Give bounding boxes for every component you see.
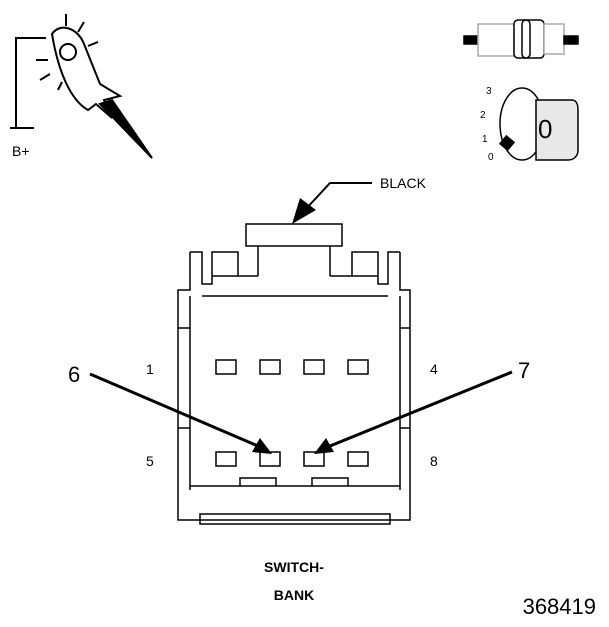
cavity-8 [347, 451, 369, 467]
callout-left-arrowhead [252, 438, 272, 454]
lamp-glow-rays [36, 14, 99, 91]
cavity-7 [303, 451, 325, 467]
callout-left-line [89, 372, 259, 448]
cavity-2 [259, 359, 281, 375]
cavity-row-bottom [215, 451, 369, 467]
test-lamp-body [50, 26, 123, 119]
key-position-label: 0 [538, 114, 552, 144]
connector-face [177, 223, 411, 525]
cavity-number-top-left: 1 [146, 361, 154, 377]
callout-right-line [329, 370, 513, 448]
caption-line-2: BANK [274, 587, 314, 603]
cavity-4 [347, 359, 369, 375]
ign-pos-0: 0 [488, 152, 494, 163]
figure-number: 368419 [523, 594, 596, 619]
cavity-number-bottom-right: 8 [430, 453, 438, 469]
cavity-5 [215, 451, 237, 467]
cavity-3 [303, 359, 325, 375]
test-lamp-bulb [59, 43, 77, 61]
black-leader-arrowhead [292, 198, 316, 224]
test-lamp-probe-tip [98, 98, 153, 159]
ignition-switch-icon [498, 87, 579, 161]
cavity-1 [215, 359, 237, 375]
callout-left-label: 6 [68, 362, 80, 387]
caption-line-1: SWITCH- [264, 559, 324, 575]
connector-color-label: BLACK [380, 175, 427, 191]
ign-pos-2: 2 [480, 110, 486, 121]
test-lamp-icon [10, 14, 153, 159]
inline-connector-icon [463, 19, 579, 59]
test-lamp-lead [15, 37, 46, 128]
cavity-6 [259, 451, 281, 467]
supply-label: B+ [12, 143, 30, 159]
ign-pos-3: 3 [486, 86, 492, 97]
cavity-row-top [215, 359, 369, 375]
ign-pos-1: 1 [482, 134, 488, 145]
black-leader-line [304, 182, 372, 211]
callout-right-arrowhead [314, 438, 334, 454]
callout-right-label: 7 [518, 358, 530, 383]
cavity-number-top-right: 4 [430, 361, 438, 377]
cavity-number-bottom-left: 5 [146, 453, 154, 469]
